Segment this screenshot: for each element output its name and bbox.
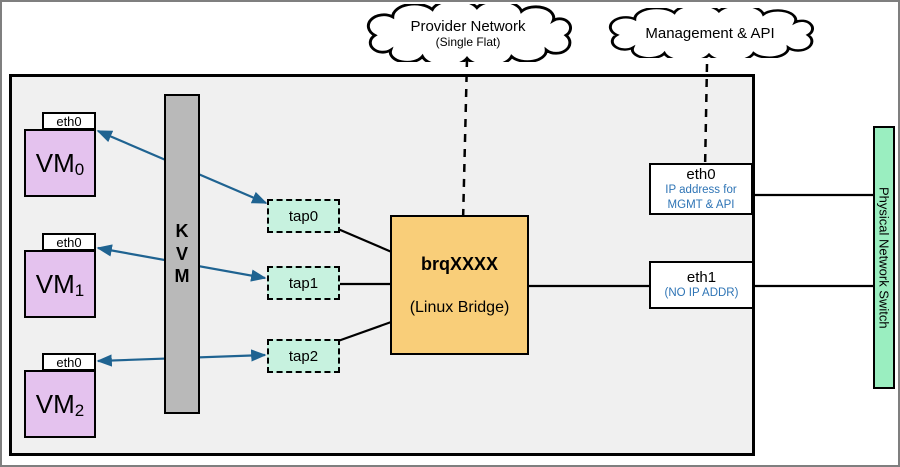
vm0-eth0-label: eth0 (56, 113, 82, 129)
management-api-cloud: Management & API (605, 8, 815, 58)
vm0-eth0-tab: eth0 (42, 112, 96, 130)
vm1-index: 1 (74, 281, 85, 300)
cloud-shape (366, 4, 573, 62)
vm2-label: VM (35, 388, 75, 419)
cloud-shape (608, 8, 814, 58)
vm2-eth0-label: eth0 (56, 354, 82, 370)
tap0-box: tap0 (267, 199, 340, 233)
provider-network-subtitle: (Single Flat) (435, 34, 501, 49)
tap2-box: tap2 (267, 339, 340, 373)
bridge-type-label: (Linux Bridge) (409, 298, 510, 316)
host-eth0-note-line2: MGMT & API (667, 198, 735, 211)
host-eth0-label: eth0 (686, 165, 716, 183)
host-eth1-label: eth1 (686, 269, 717, 287)
provider-network-cloud: Provider Network (Single Flat) (363, 4, 573, 62)
host-eth0-box: eth0 IP address for MGMT & API (649, 163, 753, 215)
vm1-eth0-label: eth0 (56, 234, 82, 250)
vm0-label: VM (35, 147, 75, 178)
bridge-name: brqXXXX (420, 253, 499, 274)
management-api-title: Management & API (645, 24, 775, 42)
vm1-label: VM (35, 268, 75, 299)
physical-network-switch-bar: Physical Network Switch (873, 126, 895, 389)
host-eth1-note: (NO IP ADDR) (664, 287, 739, 300)
kvm-hypervisor-bar: K V M (164, 94, 200, 414)
tap1-box: tap1 (267, 266, 340, 300)
host-eth0-note: IP address for MGMT & API (665, 183, 736, 213)
linux-bridge-box: brqXXXX (Linux Bridge) (390, 215, 529, 355)
vm2-eth0-tab: eth0 (42, 353, 96, 371)
host-machine-box (9, 74, 755, 456)
vm1-eth0-tab: eth0 (42, 233, 96, 251)
provider-network-title: Provider Network (410, 17, 526, 35)
vm0-index: 0 (74, 160, 85, 179)
vm2-index: 2 (74, 401, 85, 420)
host-eth0-note-line1: IP address for (665, 183, 737, 196)
host-eth1-box: eth1 (NO IP ADDR) (649, 261, 754, 309)
